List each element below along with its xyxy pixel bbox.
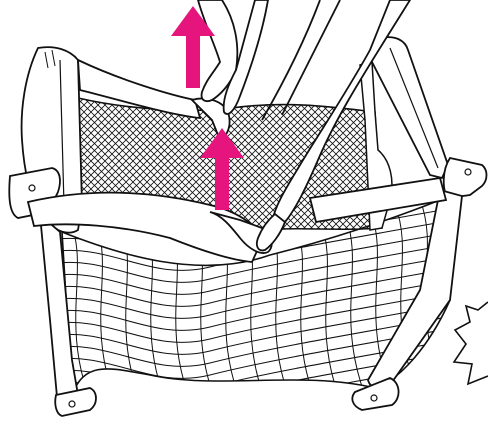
left-leg (40, 215, 78, 412)
click-burst-icon (454, 302, 488, 384)
